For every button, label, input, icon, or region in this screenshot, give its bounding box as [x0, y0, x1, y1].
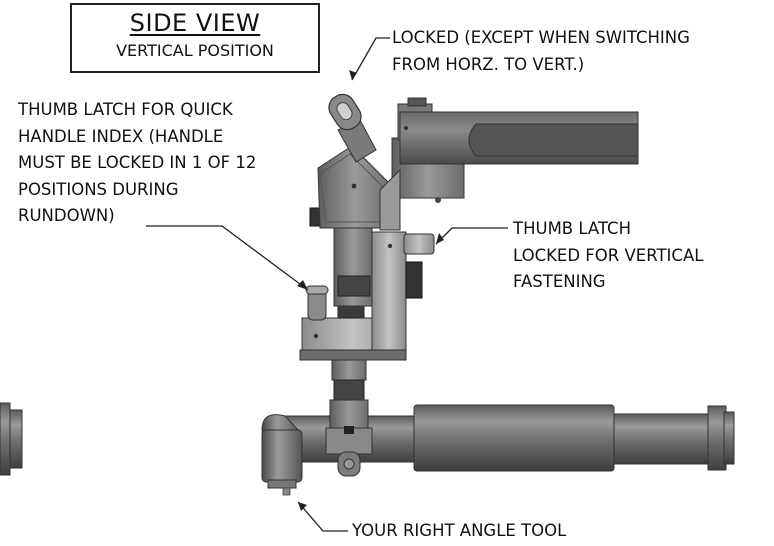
leader-arrowheads: [297, 70, 444, 511]
callout-index-line-2: HANDLE INDEX (HANDLE: [18, 126, 224, 146]
lower-bracket: [299, 231, 435, 361]
callout-thumb-latch-vertical: THUMB LATCH LOCKED FOR VERTICAL FASTENIN…: [513, 216, 703, 296]
callout-tool: YOUR RIGHT ANGLE TOOL: [352, 518, 566, 545]
callout-vertical-line-3: FASTENING: [513, 272, 606, 291]
middle-column: [309, 207, 373, 307]
callout-index-line-1: THUMB LATCH FOR QUICK: [18, 100, 233, 119]
callout-thumb-latch-index: THUMB LATCH FOR QUICK HANDLE INDEX (HAND…: [18, 97, 256, 230]
leader-vertical-latch: [435, 227, 508, 245]
callout-vertical-line-1: THUMB LATCH: [513, 219, 631, 238]
leader-tool: [297, 501, 348, 532]
view-subtitle: VERTICAL POSITION: [116, 41, 274, 60]
callout-locked: LOCKED (EXCEPT WHEN SWITCHING FROM HORZ.…: [392, 25, 690, 78]
callout-locked-line-2: FROM HORZ. TO VERT.): [392, 54, 585, 74]
title-block: SIDE VIEW VERTICAL POSITION: [70, 3, 320, 73]
leader-locked: [351, 37, 390, 81]
angled-head: [317, 93, 393, 229]
callout-tool-line-1: YOUR RIGHT ANGLE TOOL: [352, 521, 567, 540]
view-title: SIDE VIEW: [129, 9, 261, 37]
callout-index-line-5: RUNDOWN): [18, 206, 115, 225]
callout-index-line-3: MUST BE LOCKED IN 1 OF 12: [18, 153, 257, 172]
leader-index-latch: [146, 225, 309, 291]
callout-locked-line-1: LOCKED (EXCEPT WHEN SWITCHING: [392, 28, 690, 47]
callout-vertical-line-2: LOCKED FOR VERTICAL: [513, 245, 704, 265]
callout-index-line-4: POSITIONS DURING: [18, 179, 179, 199]
left-tube-fragment: [0, 402, 23, 476]
upper-handle-arm: [379, 97, 639, 231]
